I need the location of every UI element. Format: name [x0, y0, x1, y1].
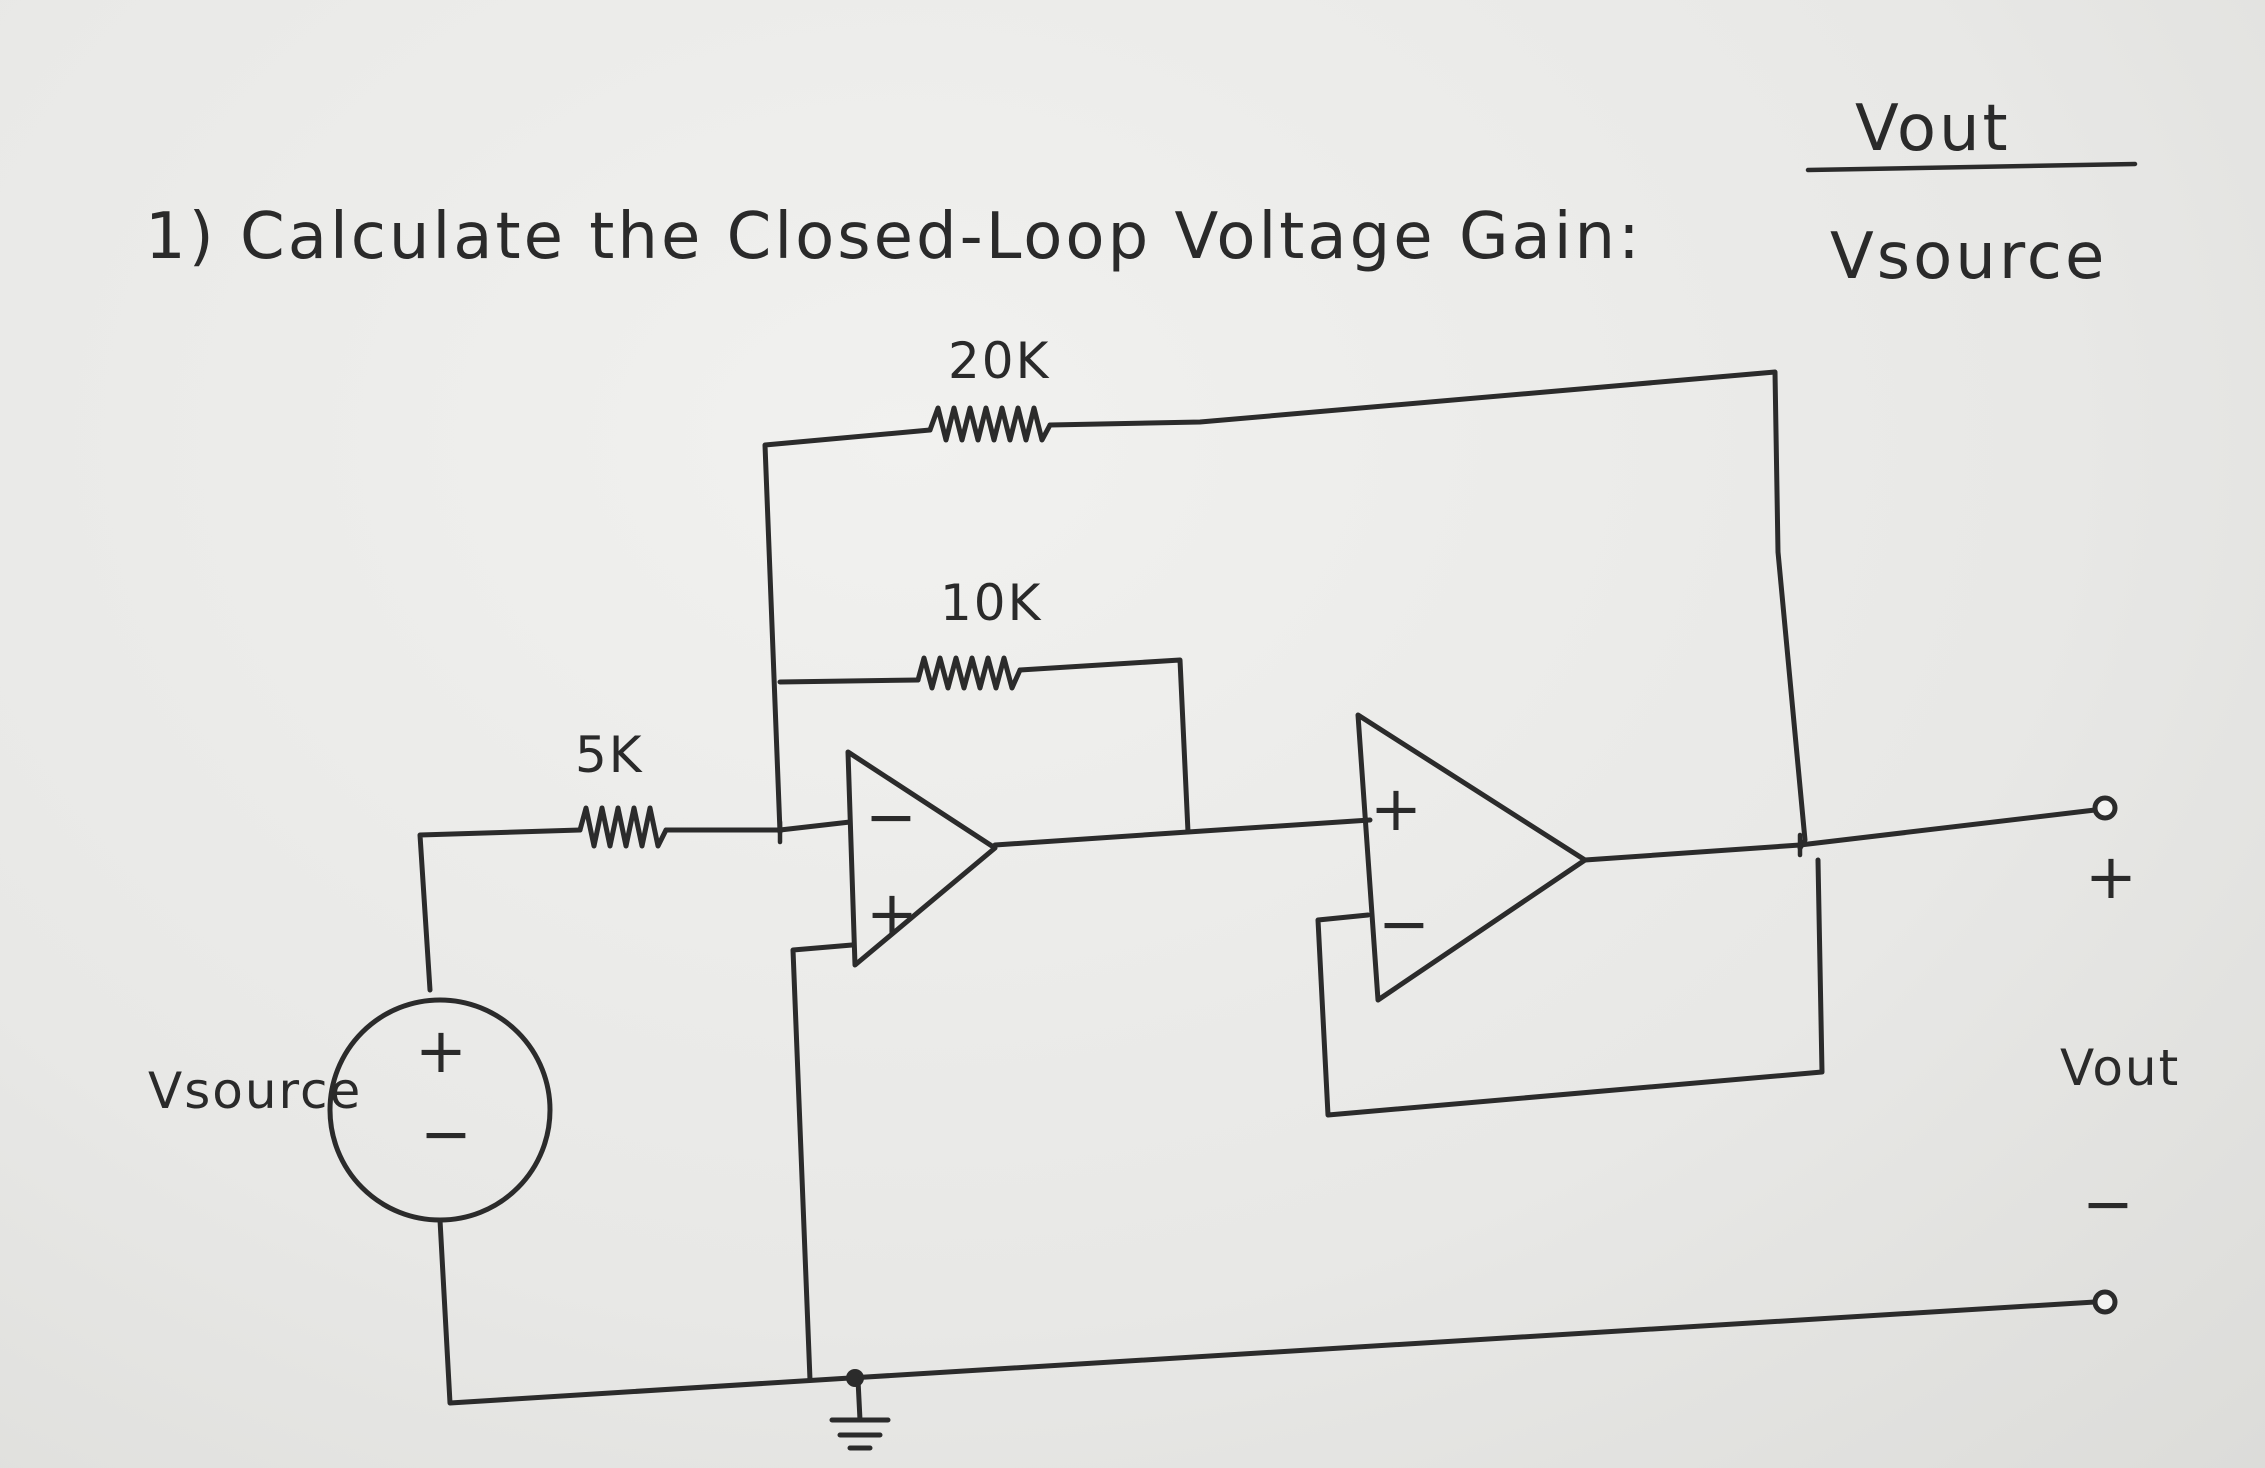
opamp-1-noninverting-wire — [790, 942, 855, 1383]
ground-symbol — [829, 1377, 891, 1451]
output-wire — [1582, 807, 2098, 863]
feedback-10k-return-wire — [1017, 657, 1191, 835]
inverting-node-wire — [663, 819, 853, 833]
resistor-5k-symbol — [577, 805, 669, 849]
question-title: 1) Calculate the Closed-Loop Voltage Gai… — [145, 200, 1643, 274]
inter-stage-wire — [992, 817, 1373, 848]
opamp-1-inverting-sign: − — [865, 780, 917, 853]
ground-node-dot — [846, 1369, 864, 1387]
source-label: Vsource — [148, 1062, 362, 1120]
gain-denominator: Vsource — [1830, 220, 2107, 294]
output-minus-terminal[interactable] — [2092, 1289, 2118, 1315]
feedback-10k-wire — [777, 677, 921, 685]
opamp-1-triangle — [845, 749, 998, 968]
resistor-10k-label: 10K — [940, 574, 1042, 632]
input-wire — [417, 827, 583, 993]
feedback-20k-return-wire — [1047, 369, 1808, 851]
ground-return-wire — [437, 1217, 2098, 1406]
opamp-2-feedback-wire — [1315, 857, 1825, 1118]
opamp-1-noninverting-sign: + — [866, 877, 918, 950]
opamp-2-inverting-sign: − — [1378, 887, 1430, 960]
output-vout-label: Vout — [2060, 1039, 2180, 1097]
resistor-10k-symbol — [915, 655, 1023, 691]
resistor-20k-label: 20K — [948, 332, 1050, 390]
output-minus-sign: − — [2082, 1167, 2134, 1240]
source-minus-sign: − — [420, 1097, 472, 1170]
opamp-2-triangle — [1355, 712, 1588, 1003]
fraction-bar — [1805, 161, 2138, 173]
resistor-5k-label: 5K — [575, 726, 644, 784]
output-plus-terminal[interactable] — [2092, 795, 2118, 821]
source-plus-sign: + — [415, 1014, 467, 1087]
resistor-20k-symbol — [927, 405, 1053, 443]
output-plus-sign: + — [2085, 840, 2137, 913]
gain-numerator: Vout — [1855, 92, 2011, 166]
opamp-2-noninverting-sign: + — [1370, 772, 1422, 845]
feedback-20k-wire — [762, 427, 933, 835]
